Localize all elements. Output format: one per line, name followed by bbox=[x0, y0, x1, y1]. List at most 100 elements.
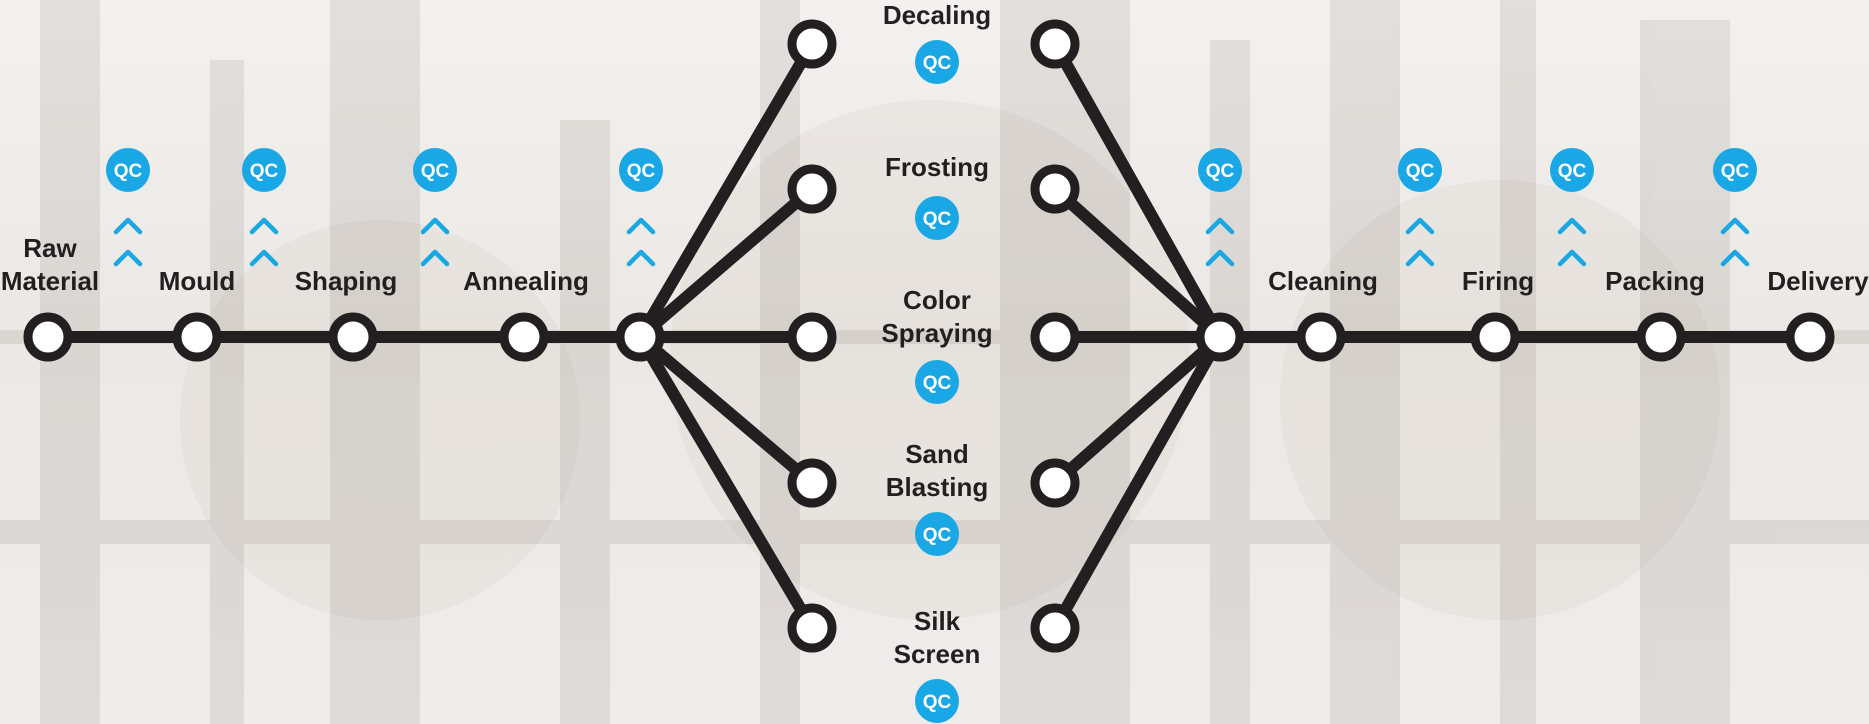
process-node-mould bbox=[172, 312, 222, 362]
qc-badge-3: QC bbox=[619, 148, 663, 192]
qc-arrow-3 bbox=[626, 217, 656, 267]
branch-line-out-1 bbox=[1049, 183, 1226, 343]
up-chevron-icon bbox=[1205, 249, 1235, 267]
qc-badge-text: QC bbox=[1406, 161, 1435, 182]
qc-arrow-2 bbox=[420, 217, 450, 267]
qc-badge-text: QC bbox=[1206, 161, 1235, 182]
qc-badge-circle bbox=[242, 148, 286, 192]
step-label-decaling: Decaling bbox=[883, 0, 991, 30]
up-chevron-icon bbox=[1405, 217, 1435, 235]
up-chevron-icon bbox=[249, 249, 279, 267]
branch-line-in-3 bbox=[634, 331, 818, 489]
qc-badge-decaling: QC bbox=[915, 40, 959, 84]
qc-badge-tail-2: QC bbox=[1550, 148, 1594, 192]
up-chevron-icon bbox=[249, 217, 279, 235]
branch-node-in-sand-blasting bbox=[787, 458, 837, 508]
step-label-annealing: Annealing bbox=[463, 266, 589, 296]
process-node-firing bbox=[1470, 312, 1520, 362]
process-node-split-hub bbox=[615, 312, 665, 362]
qc-badge-circle bbox=[915, 196, 959, 240]
up-chevron-icon bbox=[420, 217, 450, 235]
qc-badge-text: QC bbox=[923, 525, 952, 546]
qc-arrow-tail-1 bbox=[1405, 217, 1435, 267]
up-chevron-icon bbox=[113, 249, 143, 267]
qc-badge-text: QC bbox=[1721, 161, 1750, 182]
qc-badge-circle bbox=[915, 40, 959, 84]
qc-arrow-0 bbox=[113, 217, 143, 267]
qc-badge-text: QC bbox=[1558, 161, 1587, 182]
qc-badge-text: QC bbox=[421, 161, 450, 182]
qc-badge-text: QC bbox=[627, 161, 656, 182]
process-node-raw-material bbox=[23, 312, 73, 362]
qc-badge-2: QC bbox=[413, 148, 457, 192]
up-chevron-icon bbox=[1205, 217, 1235, 235]
qc-badge-circle bbox=[106, 148, 150, 192]
qc-badge-text: QC bbox=[923, 209, 952, 230]
qc-badge-text: QC bbox=[923, 53, 952, 74]
up-chevron-icon bbox=[1557, 249, 1587, 267]
qc-badge-color-spraying: QC bbox=[915, 360, 959, 404]
branch-line-out-3 bbox=[1049, 331, 1226, 489]
qc-arrow-tail-3 bbox=[1720, 217, 1750, 267]
branch-node-in-frosting bbox=[787, 164, 837, 214]
process-node-merge-hub bbox=[1195, 312, 1245, 362]
up-chevron-icon bbox=[1720, 249, 1750, 267]
up-chevron-icon bbox=[1405, 249, 1435, 267]
qc-badge-0: QC bbox=[106, 148, 150, 192]
qc-badge-tail-0: QC bbox=[1198, 148, 1242, 192]
branch-line-out-4 bbox=[1049, 331, 1226, 634]
branch-line-out-0 bbox=[1049, 38, 1226, 343]
qc-badge-circle bbox=[915, 679, 959, 723]
up-chevron-icon bbox=[113, 217, 143, 235]
branch-node-out-color-spraying bbox=[1030, 312, 1080, 362]
branch-line-in-1 bbox=[634, 183, 818, 343]
branch-node-in-decaling bbox=[787, 19, 837, 69]
qc-arrow-1 bbox=[249, 217, 279, 267]
qc-badge-text: QC bbox=[923, 692, 952, 713]
qc-badge-circle bbox=[1398, 148, 1442, 192]
step-label-packing: Packing bbox=[1605, 266, 1705, 296]
qc-badge-circle bbox=[915, 360, 959, 404]
qc-badge-1: QC bbox=[242, 148, 286, 192]
qc-arrow-tail-2 bbox=[1557, 217, 1587, 267]
branch-node-out-decaling bbox=[1030, 19, 1080, 69]
qc-badge-circle bbox=[619, 148, 663, 192]
step-label-cleaning: Cleaning bbox=[1268, 266, 1378, 296]
step-label-delivery: Delivery bbox=[1767, 266, 1869, 296]
up-chevron-icon bbox=[1557, 217, 1587, 235]
qc-badge-circle bbox=[1713, 148, 1757, 192]
process-node-annealing bbox=[499, 312, 549, 362]
step-label-shaping: Shaping bbox=[295, 266, 398, 296]
process-node-packing bbox=[1636, 312, 1686, 362]
step-label-frosting: Frosting bbox=[885, 152, 989, 182]
qc-badge-circle bbox=[413, 148, 457, 192]
qc-badge-frosting: QC bbox=[915, 196, 959, 240]
qc-badge-circle bbox=[1550, 148, 1594, 192]
process-node-cleaning bbox=[1296, 312, 1346, 362]
step-label-firing: Firing bbox=[1462, 266, 1534, 296]
qc-badge-sand-blasting: QC bbox=[915, 512, 959, 556]
branch-node-out-sand-blasting bbox=[1030, 458, 1080, 508]
branch-node-in-silk-screen bbox=[787, 603, 837, 653]
up-chevron-icon bbox=[626, 217, 656, 235]
qc-badge-text: QC bbox=[923, 373, 952, 394]
process-node-delivery bbox=[1785, 312, 1835, 362]
process-node-shaping bbox=[328, 312, 378, 362]
branch-node-out-silk-screen bbox=[1030, 603, 1080, 653]
qc-badge-circle bbox=[1198, 148, 1242, 192]
qc-badge-tail-1: QC bbox=[1398, 148, 1442, 192]
step-label-mould: Mould bbox=[159, 266, 236, 296]
branch-line-in-0 bbox=[634, 38, 818, 343]
qc-badge-circle bbox=[915, 512, 959, 556]
qc-badge-text: QC bbox=[250, 161, 279, 182]
up-chevron-icon bbox=[626, 249, 656, 267]
qc-arrow-tail-0 bbox=[1205, 217, 1235, 267]
qc-badge-silk-screen: QC bbox=[915, 679, 959, 723]
up-chevron-icon bbox=[420, 249, 450, 267]
branch-line-in-4 bbox=[634, 331, 818, 634]
